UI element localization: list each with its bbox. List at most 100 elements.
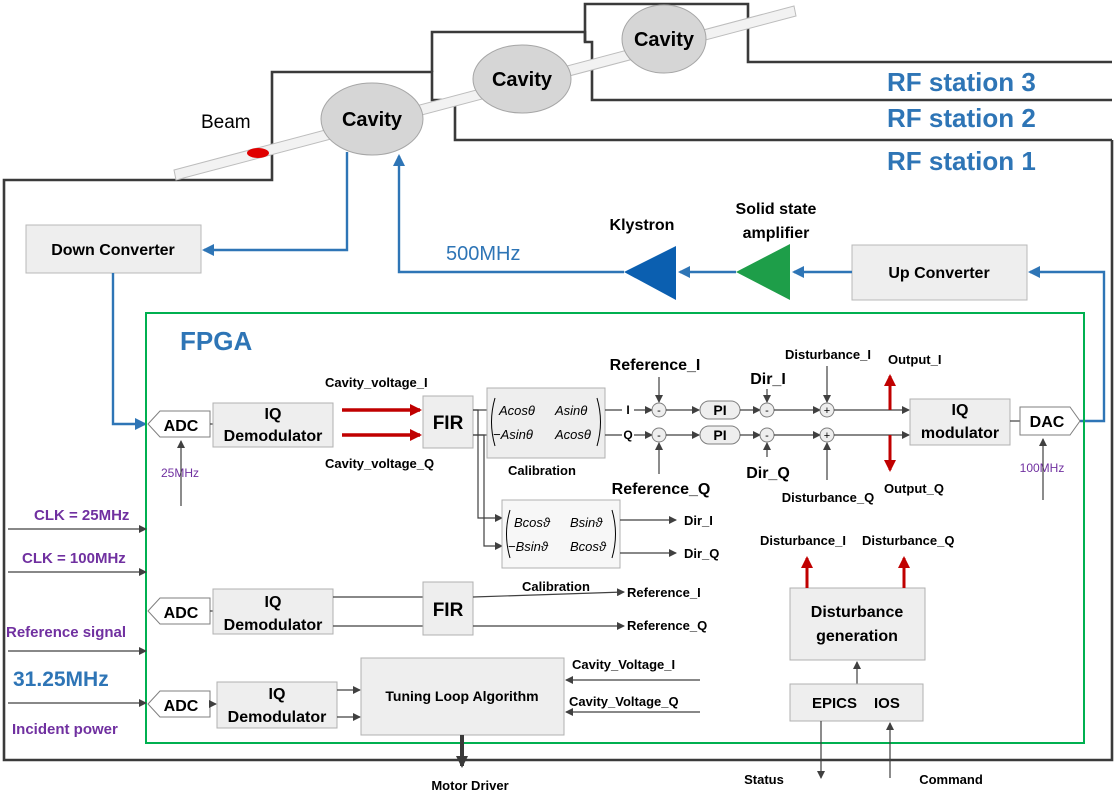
klystron-label: Klystron (610, 217, 675, 234)
reference-signal-label: Reference signal (6, 624, 126, 641)
command-label: Command (919, 772, 983, 787)
svg-text:Down Converter: Down Converter (51, 242, 175, 259)
adc-3: ADC (147, 690, 211, 718)
fir-to-rotation-matrix (473, 409, 503, 522)
beam-label: Beam (201, 112, 251, 133)
cavity-to-down-converter (202, 152, 349, 256)
adc-2: ADC (147, 597, 211, 625)
incident-power-label: Incident power (12, 721, 118, 738)
reference-i-junction: - (651, 402, 667, 418)
disturbance-q-gen-label: Disturbance_Q (862, 533, 954, 548)
reference-i-out-label: Reference_I (627, 585, 701, 600)
disturbance-i-label-top: Disturbance_I (785, 347, 871, 362)
disturbance-q-label-bottom: Disturbance_Q (782, 490, 874, 505)
svg-text:Disturbance: Disturbance (811, 604, 904, 621)
svg-text:IQ: IQ (269, 686, 286, 703)
svg-text:ADC: ADC (164, 698, 199, 715)
reference-q-out-label: Reference_Q (627, 618, 707, 633)
clk-100-label: CLK = 100MHz (22, 550, 126, 567)
calibration-label-2: Calibration (522, 579, 590, 594)
svg-text:Demodulator: Demodulator (228, 709, 327, 726)
svg-text:EPICS: EPICS (812, 695, 857, 712)
rotation-matrix: Bcosϑ Bsinϑ −Bsinϑ Bcosϑ (501, 499, 621, 569)
reference-q-junction: - (651, 427, 667, 443)
rf-station-2-outline (430, 30, 1112, 102)
fir-to-rotation-matrix-q (473, 434, 503, 550)
frequency-3125-label: 31.25MHz (13, 668, 109, 691)
svg-text:PI: PI (713, 402, 726, 418)
svg-text:−Asinθ: −Asinθ (493, 427, 533, 442)
fpga-label: FPGA (180, 326, 252, 356)
svg-text:Bcosϑ: Bcosϑ (570, 539, 607, 554)
svg-text:−Bsinϑ: −Bsinϑ (508, 539, 549, 554)
frequency-500-label: 500MHz (446, 243, 520, 265)
rf-station-1-outline (2, 70, 1114, 762)
svg-text:ADC: ADC (164, 605, 199, 622)
fir-1: FIR (422, 395, 474, 449)
svg-text:+: + (824, 405, 830, 417)
svg-text:Cavity: Cavity (342, 109, 403, 131)
svg-text:Up Converter: Up Converter (888, 265, 989, 282)
calibration-matrix: Acosθ Asinθ −Asinθ Acosθ (486, 387, 606, 459)
svg-text:Cavity: Cavity (634, 29, 695, 51)
dir-q-label-bottom: Dir_Q (746, 465, 790, 482)
rf-station-3-outline (583, 2, 1112, 64)
svg-text:-: - (657, 430, 661, 442)
tuning-loop-box: Tuning Loop Algorithm (360, 657, 565, 736)
cavity-2: Cavity (472, 44, 572, 114)
disturbance-q-junction: + (819, 427, 835, 443)
svg-text:Bsinϑ: Bsinϑ (570, 515, 603, 530)
dir-q-label-out: Dir_Q (684, 546, 719, 561)
svg-text:Tuning Loop Algorithm: Tuning Loop Algorithm (385, 688, 538, 704)
cavity-voltage-q-label: Cavity_voltage_Q (325, 456, 434, 471)
disturbance-i-gen-label: Disturbance_I (760, 533, 846, 548)
iq-modulator: IQ modulator (909, 398, 1011, 446)
svg-text:Cavity: Cavity (492, 69, 553, 91)
svg-text:Acosθ: Acosθ (498, 403, 535, 418)
svg-text:+: + (824, 430, 830, 442)
svg-text:IQ: IQ (265, 594, 282, 611)
svg-text:Bcosϑ: Bcosϑ (514, 515, 551, 530)
svg-text:-: - (765, 430, 769, 442)
svg-text:generation: generation (816, 628, 898, 645)
svg-text:modulator: modulator (921, 425, 999, 442)
svg-text:IOS: IOS (874, 695, 900, 712)
iq-demodulator-3: IQ Demodulator (216, 681, 338, 729)
down-converter-box: Down Converter (25, 224, 202, 274)
cavity-1: Cavity (320, 82, 424, 156)
dac: DAC (1019, 406, 1081, 436)
iq-demodulator-1: IQ Demodulator (212, 402, 334, 448)
dir-q-junction: - (759, 427, 775, 443)
dac-to-up-converter (1028, 266, 1106, 423)
reference-q-label: Reference_Q (612, 481, 711, 498)
up-converter-box: Up Converter (851, 244, 1028, 301)
pi-controller-q: PI (699, 425, 741, 445)
pi-controller-i: PI (699, 400, 741, 420)
cavity-voltage-i-label: Cavity_voltage_I (325, 375, 428, 390)
svg-text:FIR: FIR (433, 600, 464, 621)
amplifier-label-2: amplifier (743, 225, 810, 242)
rf-station-3-label: RF station 3 (887, 67, 1036, 97)
dir-i-label-out: Dir_I (684, 513, 713, 528)
rf-station-2-label: RF station 2 (887, 103, 1036, 133)
svg-text:-: - (657, 405, 661, 417)
amplifier-triangle (736, 244, 790, 300)
svg-text:ADC: ADC (164, 418, 199, 435)
frequency-100-label: 100MHz (1020, 461, 1065, 475)
svg-text:DAC: DAC (1030, 414, 1065, 431)
svg-text:IQ: IQ (952, 402, 969, 419)
klystron-to-cavity (393, 154, 624, 274)
dir-i-label-top: Dir_I (750, 371, 786, 388)
svg-text:-: - (765, 405, 769, 417)
epics-ios-box: EPICS IOS (789, 683, 924, 722)
amplifier-label-1: Solid state (736, 201, 817, 218)
svg-text:FIR: FIR (433, 413, 464, 434)
calibration-label-1: Calibration (508, 463, 576, 478)
i-label: I (626, 403, 629, 417)
reference-i-label: Reference_I (610, 357, 701, 374)
dir-i-junction: - (759, 402, 775, 418)
output-i-label: Output_I (888, 352, 941, 367)
cavity-3: Cavity (621, 4, 707, 74)
svg-text:IQ: IQ (265, 406, 282, 423)
